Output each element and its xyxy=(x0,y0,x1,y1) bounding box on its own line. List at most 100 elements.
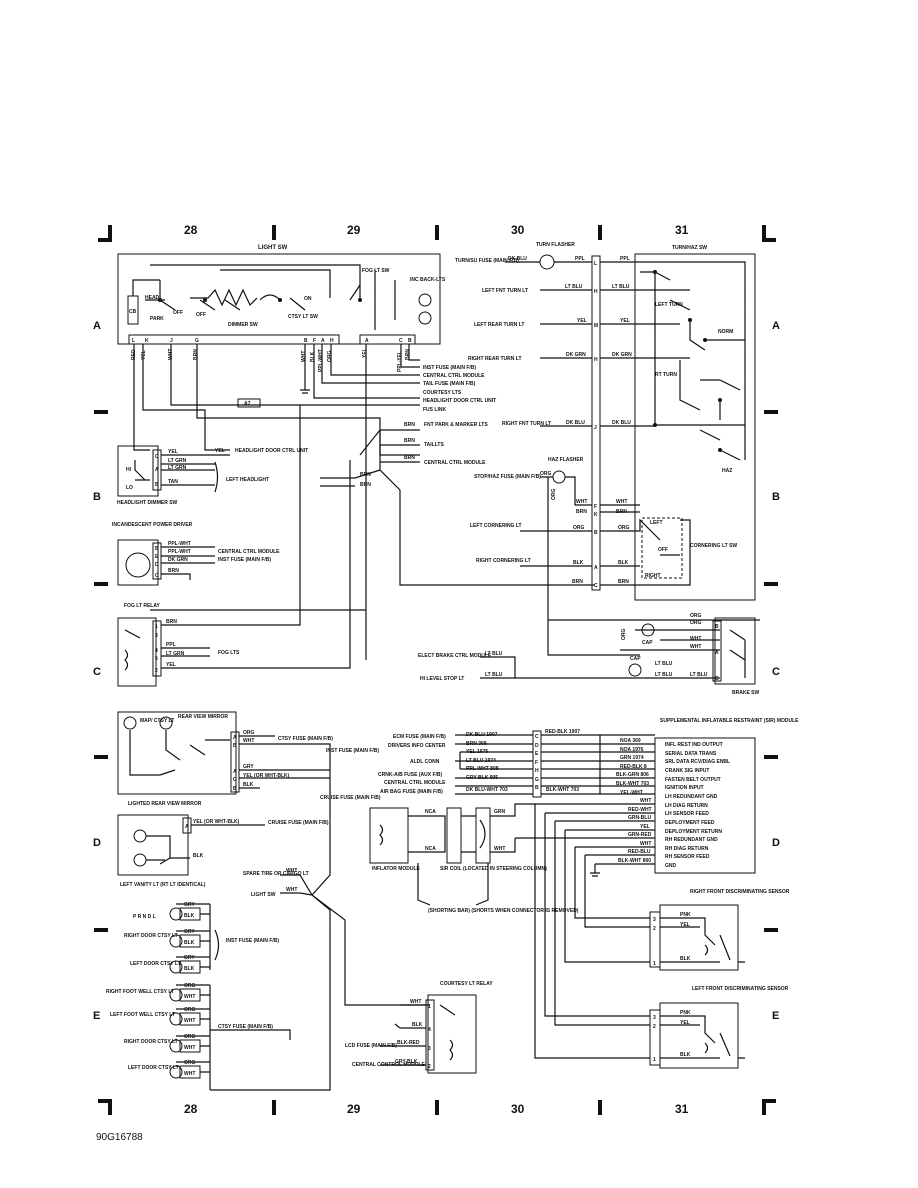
pin-label: 2 xyxy=(653,1024,656,1030)
wire-label: BLK-WHT 800 xyxy=(618,858,651,864)
contact-dot xyxy=(688,318,692,322)
wire-label: BLK xyxy=(310,351,316,362)
lamp-row: LEFT DOOR CTSY LT GRY BLK xyxy=(130,955,210,974)
pin-label: 4 xyxy=(428,1027,431,1033)
courtesy-relay-title: COURTESY LT RELAY xyxy=(440,981,493,987)
cornering-right-label: RIGHT xyxy=(645,573,661,579)
contact-dot xyxy=(158,298,162,302)
dest-label: TAIL FUSE (MAIN F/B) xyxy=(423,381,476,387)
back-lt-bulb xyxy=(418,293,432,307)
wire-label: YEL xyxy=(620,318,630,324)
pin-label: A xyxy=(594,565,598,571)
sir-pin-label: LH DIAG RETURN xyxy=(665,803,708,809)
ctsy-fuse-label: CTSY FUSE (MAIN F/B) xyxy=(218,1024,273,1030)
turn-haz-switch: TURN/HAZ SW LEFT TURN RT TURN NORM HAZ xyxy=(634,245,756,601)
pin-label: 3 xyxy=(428,1046,431,1052)
wire-label: NCA xyxy=(425,809,436,815)
wire-label: LT BLU xyxy=(565,284,583,290)
pin-label: B xyxy=(155,546,159,552)
wire-label: GRY xyxy=(243,764,254,770)
wire-label: ORG xyxy=(690,620,702,626)
row-letter: A xyxy=(772,320,780,332)
central-control-label: CENTRAL CONTROL MODULE xyxy=(352,1062,426,1068)
wire-label: BLK xyxy=(573,560,584,566)
wire-label: ORG xyxy=(690,613,702,619)
dest-label: INST FUSE (MAIN F/B) xyxy=(423,365,476,371)
pin-label: E xyxy=(535,751,539,757)
lamp-row: RIGHT DOOR CTSY LT ORG WHT xyxy=(124,1034,210,1053)
column-number: 31 xyxy=(675,1102,689,1116)
pin-label: B xyxy=(233,743,237,749)
wire-label: YEL xyxy=(166,662,176,668)
wire-label: GRN 1974 xyxy=(620,755,644,761)
fog-relay-box xyxy=(117,617,157,687)
wire-label: BRN xyxy=(168,568,179,574)
pin-label: A xyxy=(365,338,369,344)
rf-sensor-box xyxy=(659,904,739,971)
light-sw-title: LIGHT SW xyxy=(258,245,288,251)
cap-label: CAP xyxy=(642,640,653,646)
contact-dot xyxy=(653,423,657,427)
cb-label: CB xyxy=(129,309,137,315)
pin-label: A xyxy=(155,467,159,473)
pin-label: H xyxy=(535,768,539,774)
pin-label: 3 xyxy=(155,633,158,639)
pin-label: A xyxy=(185,824,189,830)
lamp-row: P R N D L GRY BLK xyxy=(133,902,210,921)
wire-label: LT GRN xyxy=(168,458,187,464)
lf-sensor-title: LEFT FRONT DISCRIMINATING SENSOR xyxy=(692,986,789,992)
inflator-module-box xyxy=(369,807,409,864)
hi-label: HI xyxy=(126,467,132,473)
wire-label: DK GRN xyxy=(566,352,586,358)
column-number: 29 xyxy=(347,223,361,237)
sir-pin-label: RH SENSOR FEED xyxy=(665,854,710,860)
rear-view-label: REAR VIEW MIRROR xyxy=(178,714,228,720)
pin-label: 4 xyxy=(155,648,158,654)
pin-label: C xyxy=(594,583,598,589)
cap-label: CAP xyxy=(630,656,641,662)
wire-label: ORG xyxy=(184,1034,196,1040)
wire-label: BRN xyxy=(166,619,177,625)
pin-label: B xyxy=(535,785,539,791)
corner-mark-tr xyxy=(762,225,776,242)
wire-label: WHT xyxy=(243,738,254,744)
lamp-symbol xyxy=(169,960,183,974)
rt-turn-label: RT TURN xyxy=(655,372,677,378)
wire-label: DK BLU-WHT 703 xyxy=(466,787,508,793)
pin-label: F xyxy=(594,504,597,510)
contact-dot xyxy=(718,398,722,402)
pin-label: 2 xyxy=(428,1064,431,1070)
corner-mark-bl xyxy=(98,1099,112,1115)
vanity-lamp-symbol xyxy=(133,829,147,843)
lamp-label: RIGHT FOOT WELL CTSY LT xyxy=(106,989,174,995)
wire-label: YEL xyxy=(680,922,690,928)
sir-source-label: CENTRAL CTRL MODULE xyxy=(384,780,446,786)
wire-label: WHT xyxy=(640,798,651,804)
wire-label: BLK-RED xyxy=(397,1040,420,1046)
head-label: HEAD xyxy=(145,295,160,301)
wire-label: PPL-WHT xyxy=(318,349,324,372)
wire-label: BRN xyxy=(360,482,371,488)
wire-label: BLK xyxy=(243,782,254,788)
cornering-lt-sw-box xyxy=(641,517,683,579)
wire-label: BLK-WHT 703 xyxy=(616,781,649,787)
pin-label: 5 xyxy=(155,656,158,662)
pin-label: E xyxy=(155,554,159,560)
pin-label: B xyxy=(408,338,412,344)
turn-haz-sw-box xyxy=(634,253,756,601)
column-number: 30 xyxy=(511,1102,525,1116)
lo-label: LO xyxy=(126,485,133,491)
vanity-title: LEFT VANITY LT (RT LT IDENTICAL) xyxy=(120,882,206,888)
left-turn-label: LEFT TURN xyxy=(655,302,683,308)
park-label: PARK xyxy=(150,316,164,322)
wire-label: WHT xyxy=(184,1071,195,1077)
column-number: 30 xyxy=(511,223,525,237)
pin-label: H xyxy=(330,338,334,344)
elect-brake-label: ELECT BRAKE CTRL MODULE xyxy=(418,653,492,659)
wire-label: BLK xyxy=(618,560,629,566)
wire-label: WHT xyxy=(301,351,307,362)
on-label: ON xyxy=(304,296,312,302)
wire-label: BRN xyxy=(405,349,411,360)
cornering-off-label: OFF xyxy=(658,547,668,553)
wire-label: LT GRN xyxy=(166,651,185,657)
